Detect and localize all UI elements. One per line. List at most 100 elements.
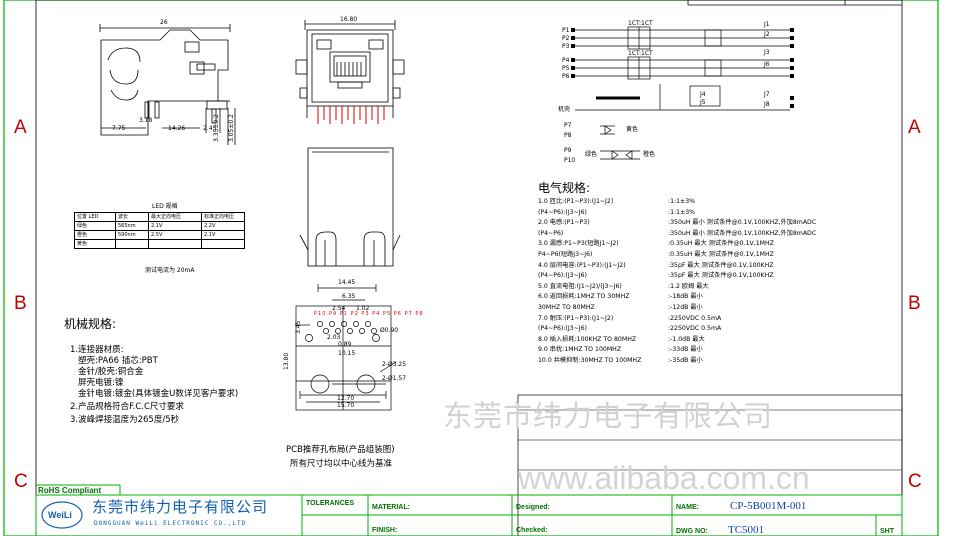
elec-spec-value: :350uH 最小 测试条件@0.1V,100KHZ,外加8mADC — [668, 219, 817, 227]
dim-pcb-b: 2.54 — [332, 305, 346, 312]
elec-spec-item: 5.0 直流电阻:(J1~J2)/(J3~J6) — [538, 282, 622, 290]
elec-spec-item: (P4~P6):(J3~J6) — [538, 325, 587, 333]
name-label: NAME: — [676, 504, 699, 511]
sch-pin: J5 — [700, 99, 706, 106]
dim-side-b: 14.26 — [168, 125, 186, 132]
led-cell: 橙色 — [74, 230, 116, 240]
pin-label: P4 — [372, 311, 381, 317]
dim-pcb-p: Ø0.90 — [380, 327, 399, 334]
pcb-layout — [295, 284, 397, 411]
mech-line: 3.波峰焊接温度为265度/5秒 — [70, 415, 180, 425]
ground-label: 机壳 — [558, 106, 571, 113]
transformer-schematic — [575, 26, 790, 160]
elec-spec-item: 1.0 匝比:(P1~P3):(J1~J2) — [538, 198, 614, 205]
elec-spec-item: 9.0 串扰:1MHZ TO 100MHZ — [538, 346, 622, 354]
company-logo: WeiLi — [48, 510, 72, 520]
pin-label: P8 — [415, 311, 424, 317]
dim-side-a: 7.75 — [112, 125, 126, 132]
dim-pcb-n: 2-Ø3.25 — [382, 361, 407, 368]
led-cell: 绿色 — [74, 221, 116, 231]
led-cell: 黄色 — [74, 239, 116, 249]
sch-pin: J2 — [764, 31, 770, 38]
elec-spec-value: :0.35uH 最大 测试条件@0.1V,1MHZ — [668, 240, 774, 248]
dim-side-c: 3.18 — [139, 117, 153, 124]
led-cell: 2.1V — [201, 230, 245, 240]
led-cell: 2.1V — [148, 221, 202, 231]
sch-pin: J6 — [764, 61, 770, 68]
dim-front-width: 16.80 — [340, 16, 358, 23]
elec-spec-value: :2250VDC 0.5mA — [668, 314, 722, 322]
front-pins — [317, 106, 385, 124]
pcb-pin-holes — [317, 321, 377, 334]
elec-spec-item: 2.0 电感:(P1~P3) — [538, 219, 590, 227]
revision-panel — [517, 394, 903, 536]
dim-pcb-a: 6.35 — [342, 293, 356, 300]
border-outer — [3, 0, 939, 536]
dim-pcb-d: 0.89 — [338, 341, 352, 348]
elec-spec-item: (P4~P6):(J3~J6) — [538, 208, 587, 216]
dim-pcb-g: 10.15 — [338, 350, 356, 357]
elec-spec-value: :-1.0dB 最大 — [668, 335, 705, 343]
elec-spec-item: 8.0 插入损耗:100KHZ TO 80MHZ — [538, 335, 637, 343]
top-view — [299, 147, 401, 267]
pin-label: P2 — [350, 311, 359, 317]
mech-line: 金针电镀:镀金(具体镀金U数详见客户要求) — [78, 389, 239, 399]
elec-spec-value: :0.35uH 最大 测试条件@0.1V,1MHZ — [668, 251, 774, 258]
pin-label: P1 — [339, 311, 348, 317]
tolerances-label: TOLERANCES — [306, 500, 355, 507]
designed-label: Designed: — [516, 504, 550, 511]
led-pin: P7 — [564, 122, 572, 129]
led-cell — [201, 239, 245, 249]
zone-left-c: C — [14, 471, 28, 492]
led-header: 标准正向电压 — [201, 212, 245, 222]
led-cell: 2.2V — [201, 221, 245, 231]
pcb-pin-labels: P10 P9 P1 P2 P3 P4 P5 P6 P7 P8 — [314, 312, 424, 317]
border-inner — [35, 0, 903, 536]
led-table-note: 测试电流为 20mA — [145, 267, 195, 274]
elec-spec-item: 3.0 漏感:P1~P3(短路J1~J2) — [538, 240, 619, 248]
pcb-note-1: PCB推荐孔布局(产品组装图) — [286, 445, 395, 455]
mech-line: 2.产品规格符合F.C.C尺寸要求 — [70, 402, 184, 412]
dim-pcb-h: 3.45 — [295, 320, 302, 334]
led-table-title: LED 规格 — [152, 203, 178, 210]
front-view — [295, 20, 405, 118]
sch-pin: J8 — [764, 101, 770, 108]
transformer-1-label: 1CT:1CT — [628, 20, 653, 27]
elec-spec-item: P4~P6(短路J3~J6) — [538, 251, 593, 258]
elec-spec-value: :35pF 最大 测试条件@0.1V,100KHZ — [668, 272, 774, 280]
elec-spec-value: :1.2 欧姆 最大 — [668, 282, 709, 290]
led-cell: 565nm — [115, 221, 149, 231]
logo-oval — [41, 501, 83, 529]
elec-spec-value: :2250VDC 0.5mA — [668, 325, 722, 333]
elec-heading: 电气规格: — [538, 181, 591, 195]
sch-pin: P3 — [562, 43, 570, 50]
sch-pin: J4 — [700, 91, 706, 98]
elec-spec-item: (P4~P6):(J3~J6) — [538, 272, 587, 280]
led-cell: 590nm — [115, 230, 149, 240]
elec-spec-item: (P4~P6) — [538, 229, 564, 237]
elec-spec-value: :350uH 最小 测试条件@0.1V,100KHZ,外加8mADC — [668, 229, 817, 237]
elec-spec-item: 10.0 共模抑制:30MHZ TO 100MHZ — [538, 357, 642, 364]
schematic-terminals — [571, 28, 794, 108]
mech-line: 金针/胶壳:铜合金 — [78, 367, 144, 377]
material-label: MATERIAL: — [372, 504, 410, 511]
dim-pcb-q: 13.80 — [283, 352, 290, 370]
zone-right-a: A — [908, 117, 921, 138]
sch-pin: J1 — [764, 21, 770, 28]
pin-label: P5 — [382, 311, 392, 317]
elec-spec-value: :-12dB 最小 — [668, 304, 703, 311]
led-spec-table: 位置 LED 波长 最大正向电压 标准正向电压 绿色 565nm 2.1V 2.… — [74, 212, 245, 249]
zone-right-c: C — [908, 471, 922, 492]
watermark-site: www.alibaba.com.cn — [518, 460, 810, 496]
checked-label: Checked: — [516, 527, 548, 534]
led-cell — [115, 239, 149, 249]
sheet-label: SHT — [880, 528, 894, 535]
elec-spec-item: 4.0 层间电容:(P1~P3):(J1~J2) — [538, 261, 626, 269]
sch-pin: P4 — [562, 57, 570, 64]
transformer-2-label: 1CT:1CT — [628, 50, 653, 57]
led-cell — [148, 239, 202, 249]
mech-line: 塑壳:PA66 插芯:PBT — [78, 356, 158, 366]
part-name-value: CP-5B001M-001 — [730, 500, 807, 512]
sch-pin: P1 — [562, 27, 570, 34]
